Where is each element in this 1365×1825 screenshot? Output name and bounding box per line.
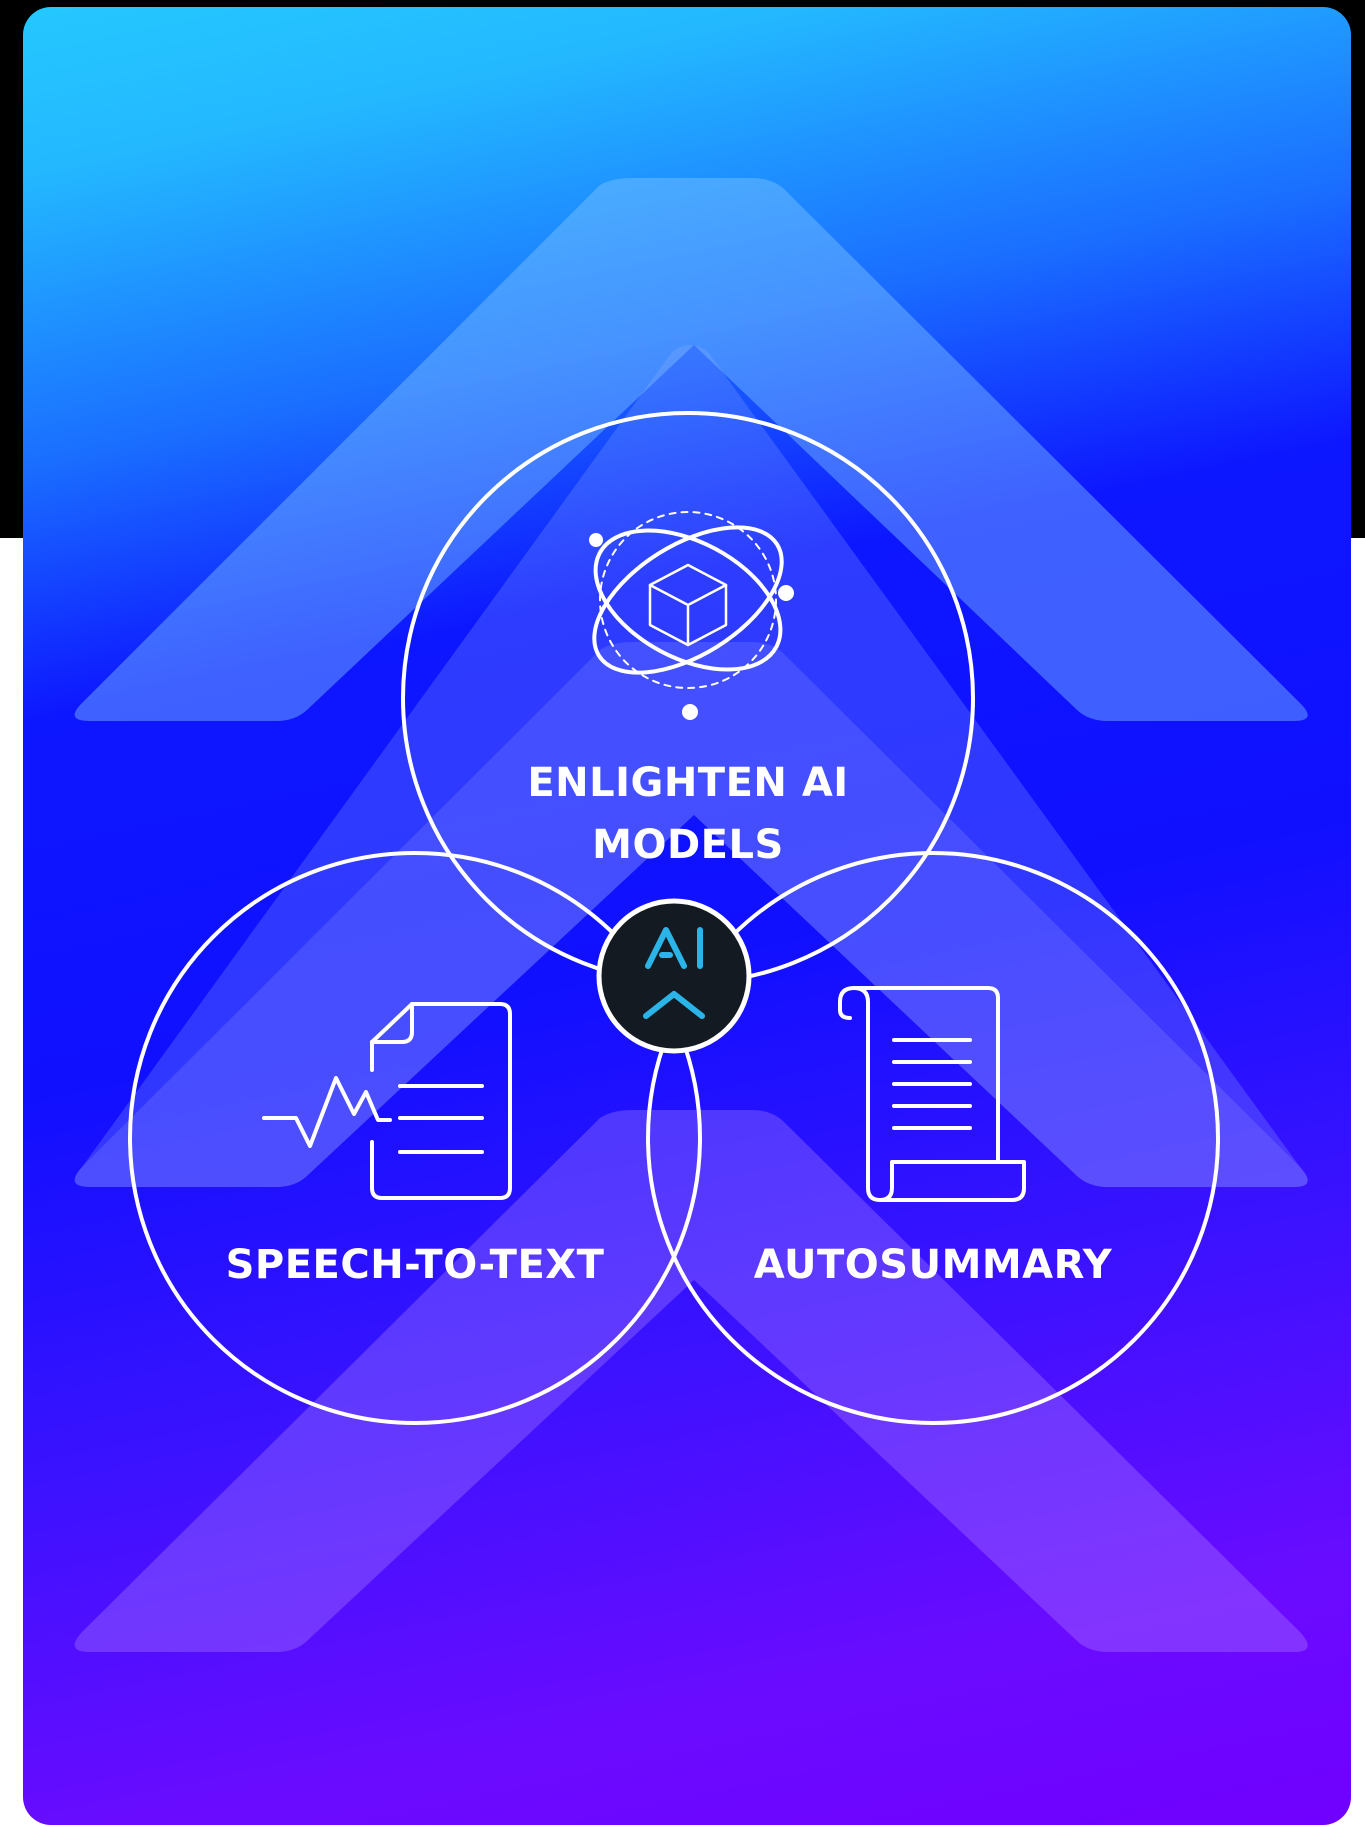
center-ai-badge: [596, 898, 752, 1054]
chevron-bottom-shape: [74, 1110, 1308, 1652]
ai-chevron-logo-icon: [643, 927, 705, 1019]
waveform-document-icon: [262, 1002, 512, 1200]
speech-to-text-label: SPEECH-TO-TEXT: [225, 1242, 605, 1288]
chevron-top-shape: [74, 178, 1308, 721]
circle-autosummary: [646, 851, 1220, 1425]
autosummary-label: AUTOSUMMARY: [753, 1242, 1113, 1288]
enlighten-models-line2: MODELS: [592, 822, 784, 868]
circle-speech-to-text: [128, 851, 702, 1425]
enlighten-models-label: ENLIGHTEN AI MODELS: [488, 752, 888, 876]
chevron-upper-shape: [74, 345, 1308, 1187]
scroll-document-icon: [838, 986, 1026, 1202]
atom-cube-icon: [589, 511, 794, 720]
enlighten-models-line1: ENLIGHTEN AI: [527, 760, 849, 806]
